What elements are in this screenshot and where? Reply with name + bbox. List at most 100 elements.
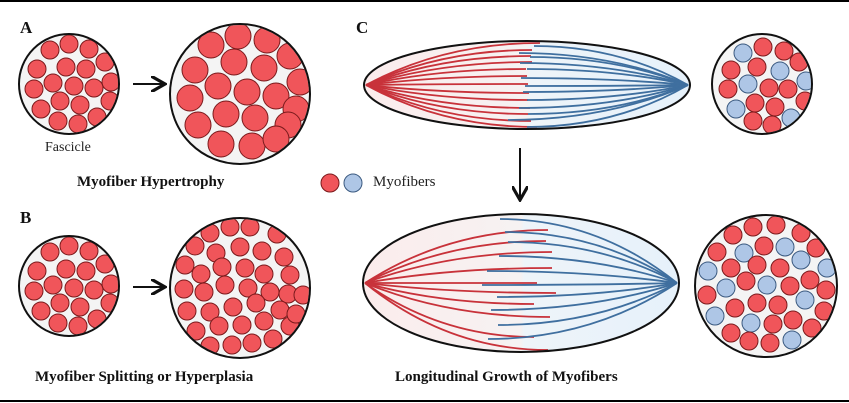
myofiber-line-red <box>365 42 541 86</box>
myofiber-red <box>762 115 782 133</box>
myofiber-line-blue <box>526 84 689 128</box>
myofiber-red <box>181 56 209 84</box>
myofiber-blue <box>734 243 754 263</box>
myofiber-red <box>27 59 47 79</box>
myofiber-line-blue <box>504 231 678 284</box>
myofiber-line-blue <box>507 241 678 284</box>
myofiber-red <box>707 242 727 262</box>
fascicle-c-after <box>694 214 838 358</box>
myofiber-red <box>280 265 300 285</box>
myofiber-red <box>40 40 60 60</box>
legend-red-swatch-icon <box>320 173 340 193</box>
myofiber-red <box>233 78 261 106</box>
myofiber-line-blue <box>486 270 678 284</box>
myofiber-blue <box>698 261 718 281</box>
myofiber-red <box>254 311 274 331</box>
myofiber-line-blue <box>496 282 678 298</box>
myofiber-line-blue <box>526 84 689 101</box>
myofiber-red <box>43 73 63 93</box>
myofiber-line-red <box>365 84 538 128</box>
myofiber-blue <box>733 43 753 63</box>
myofiber-line-red <box>364 282 535 305</box>
myofiber-red <box>222 335 242 355</box>
myofiber-red <box>70 297 90 317</box>
myofiber-line-red <box>365 61 533 86</box>
fascicle-a-after <box>169 23 311 165</box>
myofiber-red <box>765 97 785 117</box>
myofiber-red <box>770 258 790 278</box>
myofiber-blue <box>795 290 815 310</box>
myofiber-red <box>747 293 767 313</box>
myofiber-red <box>753 37 773 57</box>
myofiber-red <box>235 258 255 278</box>
myofiber-line-blue <box>518 84 689 109</box>
myofiber-red <box>56 259 76 279</box>
myofiber-line-blue <box>481 282 678 286</box>
myofiber-red <box>743 217 763 237</box>
myofiber-red <box>736 271 756 291</box>
fascicle-label: Fascicle <box>45 140 91 155</box>
myofiber-red <box>766 216 786 235</box>
myofiber-red <box>220 48 248 76</box>
myofiber-blue <box>791 250 811 270</box>
panel-letter-b: B <box>20 208 32 227</box>
myofiber-red <box>84 78 104 98</box>
myofiber-red <box>70 95 90 115</box>
myofiber-red <box>778 79 798 99</box>
myofiber-line-red <box>365 84 531 109</box>
myofiber-red <box>783 310 803 330</box>
myofiber-red <box>50 293 70 313</box>
myofiber-line-blue <box>498 255 678 284</box>
myofiber-red <box>816 280 836 300</box>
myofiber-red <box>31 301 51 321</box>
myofiber-red <box>721 323 741 343</box>
myofiber-red <box>232 315 252 335</box>
myofiber-red <box>721 258 741 278</box>
myofiber-red <box>250 54 278 82</box>
myofiber-red <box>791 223 811 243</box>
myofiber-line-red <box>364 282 549 351</box>
myofiber-red <box>215 275 235 295</box>
myofiber-red <box>64 76 84 96</box>
myofiber-line-blue <box>533 45 689 86</box>
myofiber-line-blue <box>499 218 678 284</box>
myofiber-line-red <box>364 282 557 294</box>
myofiber-red <box>270 300 290 320</box>
muscle-c-after <box>362 213 680 353</box>
myofiber-red <box>789 52 809 72</box>
myofiber-red <box>240 219 260 237</box>
myofiber-red <box>185 236 205 256</box>
myofiber-blue <box>716 278 736 298</box>
myofiber-red <box>174 279 194 299</box>
myofiber-line-blue <box>524 84 689 87</box>
myofiber-line-red <box>365 84 529 115</box>
myofiber-red <box>238 278 258 298</box>
myofiber-red <box>40 242 60 262</box>
myofiber-line-red <box>364 251 553 284</box>
myofiber-red <box>191 264 211 284</box>
bottom-rule <box>0 400 849 402</box>
myofiber-red <box>739 331 759 351</box>
myofiber-red <box>31 99 51 119</box>
myofiber-red <box>175 255 195 275</box>
myofiber-red <box>697 285 717 305</box>
myofiber-red <box>760 333 780 353</box>
myofiber-line-red <box>364 229 549 284</box>
myofiber-red <box>59 35 79 54</box>
myofiber-red <box>27 261 47 281</box>
myofiber-line-red <box>365 55 532 86</box>
myofiber-red <box>293 285 309 305</box>
myofiber-red <box>263 329 283 349</box>
panel-letter-c: C <box>356 18 369 37</box>
myofiber-red <box>59 237 79 256</box>
myofiber-blue <box>817 258 836 278</box>
myofiber-red <box>200 302 220 322</box>
myofiber-red <box>79 241 99 261</box>
myofiber-red <box>723 225 743 245</box>
myofiber-red <box>754 236 774 256</box>
myofiber-line-blue <box>497 282 678 326</box>
myofiber-line-red <box>365 49 533 86</box>
myofiber-line-blue <box>507 84 689 121</box>
myofiber-red <box>56 57 76 77</box>
myofiber-red <box>207 130 235 158</box>
